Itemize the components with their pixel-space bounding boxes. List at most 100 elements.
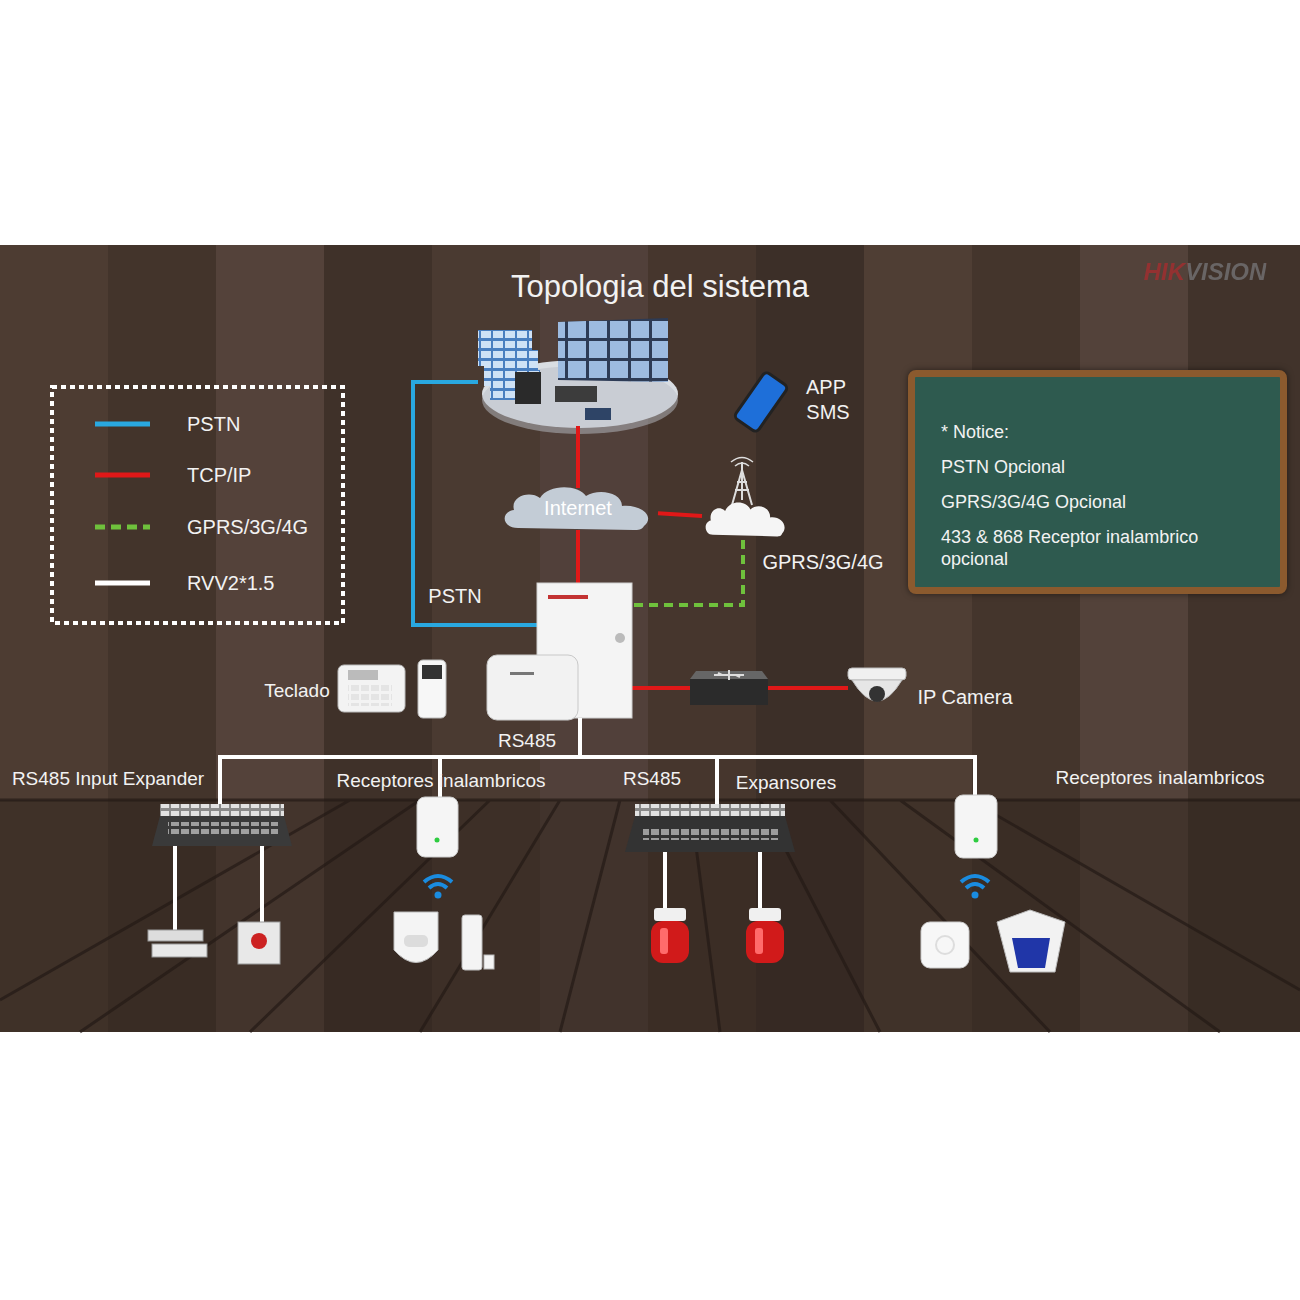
notice-line: PSTN Opcional	[941, 456, 1260, 478]
wireless-receiver-left-part	[424, 876, 452, 888]
input-expander-part	[160, 804, 284, 816]
panic-button	[238, 922, 280, 964]
bus-label: RS485	[623, 769, 681, 790]
pir-detector-part	[404, 935, 428, 947]
internet-cloud: Internet	[498, 484, 658, 532]
tcpip-connector	[658, 513, 702, 516]
pir-detector-part	[484, 955, 494, 969]
ip-camera-part	[852, 680, 902, 701]
door-contact	[148, 930, 207, 957]
output-expander	[625, 804, 795, 912]
legend-text: GPRS/3G/4G	[187, 516, 308, 538]
gprs-wire	[632, 540, 743, 605]
bus-label: RS485	[498, 731, 556, 752]
cloud-shape	[706, 503, 785, 537]
ip-camera-part	[848, 668, 906, 680]
input-expander-part	[160, 804, 284, 816]
smoke-detector-part	[921, 922, 969, 968]
tcpip-wire-part	[768, 686, 848, 690]
rs485-bus	[218, 718, 977, 806]
strobe-siren	[651, 908, 784, 963]
notice-board: * Notice:PSTN OpcionalGPRS/3G/4G Opciona…	[908, 370, 1287, 594]
notice-line: GPRS/3G/4G Opcional	[941, 491, 1260, 513]
output-expander-part	[635, 804, 785, 816]
wireless-receiver-main-part	[487, 655, 578, 720]
keypad-part	[418, 660, 446, 718]
wood-floor	[0, 800, 1300, 1032]
keypad-part	[348, 684, 392, 706]
tcpip-wire-part	[576, 426, 580, 488]
legend-frame-part	[95, 581, 150, 586]
monitoring-center-part	[585, 408, 611, 420]
network-switch-part	[690, 679, 768, 705]
gprs-cloud: GPRS/3G/4G	[702, 500, 790, 538]
wireless-receiver-main-part	[510, 672, 534, 675]
wood-floor-part	[0, 800, 1300, 1032]
output-expander-part	[635, 804, 785, 816]
node-text: Internet	[544, 497, 612, 519]
output-expander-part	[643, 826, 778, 840]
smartphone	[733, 371, 788, 433]
legend-text: RVV2*1.5	[187, 572, 274, 594]
cell-tower	[731, 458, 753, 506]
legend-frame	[52, 387, 343, 623]
pir-detector-part	[394, 912, 438, 963]
alarm-panel-part	[548, 595, 588, 599]
wireless-receiver-right-part	[974, 838, 979, 843]
cloud-shape	[505, 487, 649, 530]
wireless-receiver-left-part	[435, 892, 442, 899]
monitoring-center-part	[555, 386, 597, 402]
device-label: APP	[806, 376, 846, 398]
network-switch-part	[690, 671, 768, 679]
alarm-panel-part	[615, 633, 625, 643]
keypad-part	[422, 665, 442, 679]
strobe-siren-part	[660, 928, 668, 954]
keypad	[338, 660, 446, 718]
wood-floor-part	[0, 800, 1300, 1032]
pir-detector-part	[462, 915, 482, 970]
strobe-siren-part	[755, 928, 763, 954]
panic-button-part	[238, 922, 280, 964]
device-label: RS485 Input Expander	[12, 769, 204, 790]
legend-text: TCP/IP	[187, 464, 251, 486]
legend-frame-part	[95, 473, 150, 478]
strobe-siren-part	[749, 908, 781, 921]
monitoring-center-part	[558, 318, 668, 382]
monitoring-center-part	[515, 372, 541, 404]
tcpip-wire-part	[576, 530, 580, 583]
strobe-siren-part	[746, 921, 784, 963]
strobe-siren-part	[651, 921, 689, 963]
wireless-receiver-main	[487, 655, 578, 720]
legend-frame-part	[95, 525, 150, 530]
wood-wall	[0, 245, 1300, 1032]
line-label: PSTN	[428, 585, 481, 607]
diagram-title: Topologia del sistema	[511, 270, 809, 304]
device-label: Receptores inalambricos	[336, 771, 545, 792]
ip-camera	[848, 668, 906, 702]
door-contact-part	[148, 930, 203, 941]
pir-detector	[394, 912, 494, 970]
rs485-bus-part	[218, 718, 977, 806]
smoke-detector-part	[936, 936, 954, 954]
outdoor-siren	[997, 910, 1065, 972]
wireless-receiver-left-part	[417, 797, 458, 857]
device-label: IP Camera	[917, 686, 1012, 708]
ip-camera-part	[869, 686, 885, 702]
outdoor-siren-part	[1012, 938, 1050, 968]
legend-frame-part	[52, 387, 343, 623]
wireless-receiver-left-part	[435, 838, 440, 843]
cloud-outline	[702, 500, 790, 538]
brand-watermark: HIKVISION	[1144, 259, 1267, 285]
cell-tower-part	[732, 462, 752, 505]
tcpip-wire-part	[632, 686, 690, 690]
device-label: Receptores inalambricos	[1055, 768, 1264, 789]
device-label: Teclado	[264, 681, 330, 702]
connector-line	[658, 513, 702, 516]
outdoor-siren-part	[997, 910, 1065, 972]
strobe-siren-part	[654, 908, 686, 921]
monitoring-center-part	[558, 318, 668, 382]
legend-text: PSTN	[187, 413, 240, 435]
